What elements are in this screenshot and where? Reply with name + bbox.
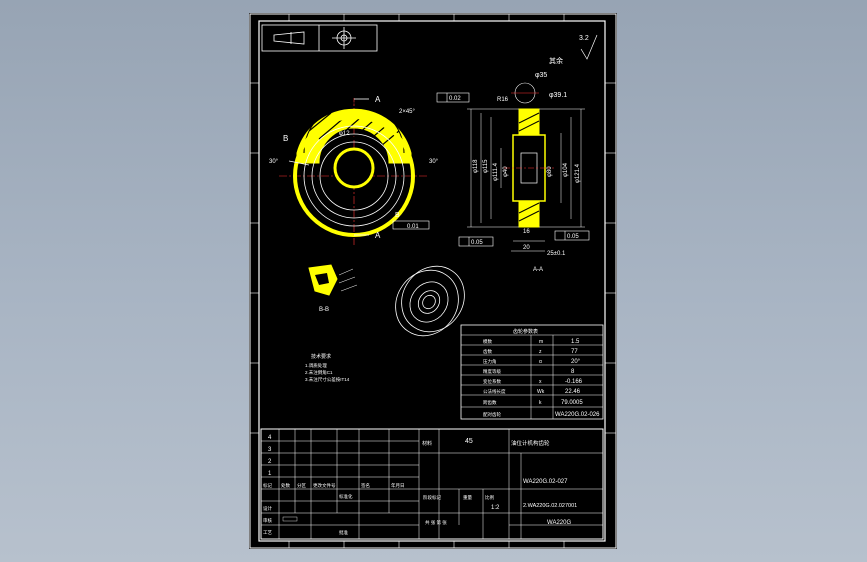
svg-text:WA220G: WA220G [547, 520, 571, 526]
projection-symbol-box [261, 24, 378, 52]
svg-text:工艺: 工艺 [263, 530, 272, 535]
svg-text:α: α [539, 359, 542, 365]
gear-params-table: 齿轮参数表 模数 m 1.5 齿数 z 77 压力角 α 20° 精度等级 8 … [460, 324, 604, 420]
svg-text:设计: 设计 [263, 505, 272, 512]
svg-text:3.2: 3.2 [579, 35, 589, 42]
svg-text:φ40: φ40 [503, 166, 509, 177]
svg-text:φ39.1: φ39.1 [549, 92, 567, 99]
svg-text:WA220G.02-027: WA220G.02-027 [523, 479, 568, 485]
svg-text:φ12: φ12 [339, 131, 350, 137]
svg-text:φ111.4: φ111.4 [493, 162, 499, 181]
svg-text:阶段标记: 阶段标记 [423, 494, 441, 501]
svg-text:0.01: 0.01 [407, 224, 419, 230]
svg-text:变位系数: 变位系数 [483, 378, 501, 385]
svg-text:0.02: 0.02 [449, 96, 461, 102]
svg-text:z: z [539, 349, 542, 355]
svg-text:φ118: φ118 [473, 159, 479, 173]
svg-text:分区: 分区 [297, 482, 306, 489]
svg-text:模数: 模数 [483, 338, 492, 345]
svg-text:标准化: 标准化 [339, 493, 353, 500]
svg-text:2.WA220G.02.027001: 2.WA220G.02.027001 [523, 503, 577, 509]
svg-text:精度等级: 精度等级 [483, 368, 501, 375]
svg-text:压力角: 压力角 [483, 358, 497, 365]
svg-text:齿数: 齿数 [483, 348, 492, 355]
svg-text:WA220G.02-026: WA220G.02-026 [555, 412, 600, 418]
local-detail-view: B-B [308, 264, 358, 313]
zone-ticks [250, 14, 616, 548]
svg-text:A-A: A-A [533, 267, 543, 273]
svg-text:A: A [375, 231, 381, 240]
svg-text:R16: R16 [497, 97, 509, 103]
svg-text:2×45°: 2×45° [399, 109, 416, 115]
svg-text:2: 2 [268, 459, 272, 465]
svg-text:x: x [539, 379, 542, 385]
svg-text:配对齿轮: 配对齿轮 [483, 411, 501, 418]
svg-text:审核: 审核 [263, 517, 272, 524]
drawing-sheet[interactable]: 3.2 其余 B 30° 30° 2×45° φ12 A A B [249, 13, 617, 549]
outer-border [249, 13, 617, 549]
svg-text:跨齿数: 跨齿数 [483, 399, 497, 406]
svg-text:B: B [283, 134, 288, 143]
gear-3d-view [395, 265, 465, 337]
svg-text:Wk: Wk [537, 389, 545, 395]
gear-front-view: B 30° 30° 2×45° φ12 A A B 0.01 [269, 95, 439, 245]
inner-border [258, 20, 606, 542]
svg-text:16: 16 [523, 229, 530, 235]
svg-text:批准: 批准 [339, 529, 348, 536]
svg-text:1:2: 1:2 [491, 505, 500, 511]
svg-text:比例: 比例 [485, 494, 494, 501]
svg-text:重量: 重量 [463, 494, 472, 501]
svg-text:4: 4 [268, 435, 272, 441]
svg-text:处数: 处数 [281, 482, 290, 489]
svg-text:45: 45 [465, 438, 473, 445]
svg-text:77: 77 [571, 349, 578, 355]
svg-text:8: 8 [571, 369, 575, 375]
svg-text:技术要求: 技术要求 [311, 353, 331, 360]
svg-text:油位计机构齿轮: 油位计机构齿轮 [511, 439, 550, 447]
svg-text:30°: 30° [269, 159, 279, 165]
gear-section-view: φ118 φ115 φ111.4 φ40 φ80 φ104 φ121.4 φ35… [436, 72, 590, 273]
svg-text:m: m [539, 339, 543, 345]
svg-text:签名: 签名 [361, 482, 370, 489]
tech-notes: 技术要求 1.调质处理 2.未注倒角C1 3.未注尺寸公差按IT14 [305, 353, 350, 383]
svg-text:其余: 其余 [549, 56, 563, 65]
svg-text:公法线长度: 公法线长度 [483, 388, 506, 395]
svg-text:φ115: φ115 [483, 159, 489, 173]
svg-text:30°: 30° [429, 159, 439, 165]
svg-text:0.05: 0.05 [567, 234, 579, 240]
svg-text:2.未注倒角C1: 2.未注倒角C1 [305, 369, 333, 376]
svg-text:φ35: φ35 [535, 72, 547, 79]
svg-text:1.5: 1.5 [571, 339, 580, 345]
svg-text:材料: 材料 [422, 440, 432, 447]
svg-text:1: 1 [268, 471, 272, 477]
svg-text:φ121.4: φ121.4 [575, 163, 581, 183]
svg-text:φ80: φ80 [547, 166, 553, 177]
cad-drawing: 3.2 其余 B 30° 30° 2×45° φ12 A A B [249, 13, 617, 549]
svg-text:3: 3 [268, 447, 272, 453]
title-block: 4 3 2 1 标记 处数 分区 更改文件号 签名 年月日 设计 审核 工艺 标… [260, 428, 604, 540]
svg-text:更改文件号: 更改文件号 [313, 482, 336, 489]
svg-text:φ104: φ104 [563, 162, 569, 177]
svg-text:B: B [395, 212, 400, 219]
svg-text:齿轮参数表: 齿轮参数表 [513, 328, 538, 335]
svg-text:标记: 标记 [263, 482, 272, 489]
svg-text:共 张 第 张: 共 张 第 张 [425, 519, 447, 526]
svg-text:22.46: 22.46 [565, 389, 581, 395]
roughness-note: 3.2 其余 [549, 34, 598, 65]
svg-text:年月日: 年月日 [391, 482, 405, 489]
svg-text:k: k [539, 400, 542, 406]
svg-text:A: A [375, 95, 381, 104]
svg-text:0.05: 0.05 [471, 240, 483, 246]
svg-text:79.0005: 79.0005 [561, 400, 583, 406]
svg-text:20°: 20° [571, 359, 581, 365]
svg-text:1.调质处理: 1.调质处理 [305, 362, 327, 369]
svg-text:25±0.1: 25±0.1 [547, 251, 566, 257]
svg-text:-0.166: -0.166 [565, 379, 583, 385]
svg-text:20: 20 [523, 245, 530, 251]
svg-text:3.未注尺寸公差按IT14: 3.未注尺寸公差按IT14 [305, 376, 350, 383]
svg-text:B-B: B-B [319, 307, 329, 313]
